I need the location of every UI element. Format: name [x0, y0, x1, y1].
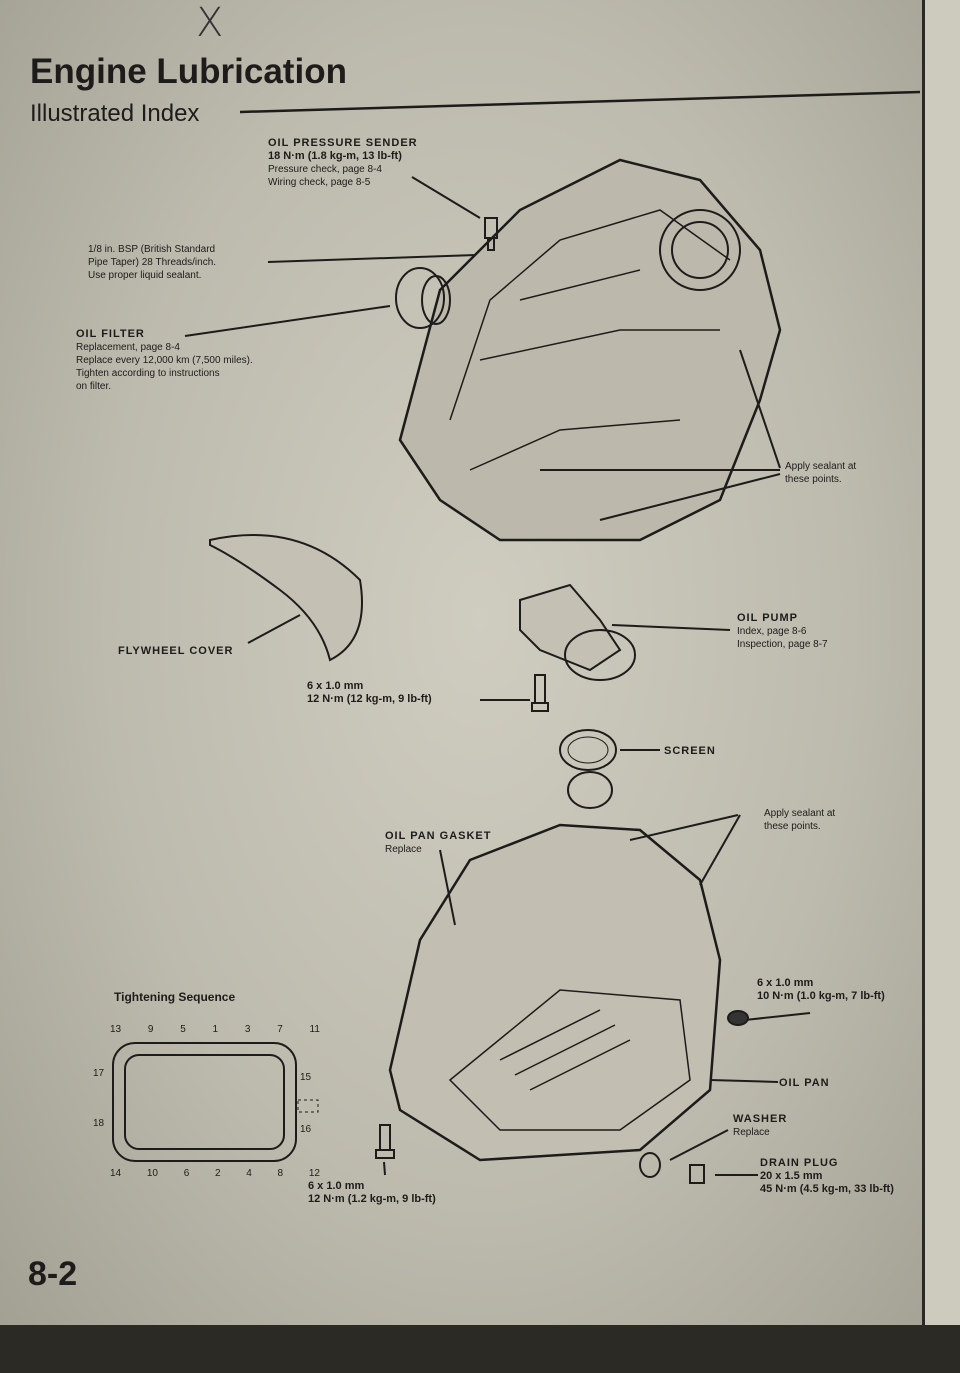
callout-line: 1/8 in. BSP (British Standard	[88, 244, 216, 255]
tightening-sequence-title: Tightening Sequence	[114, 990, 236, 1004]
sequence-number: 3	[244, 1024, 251, 1035]
callout-line: Apply sealant at	[764, 808, 836, 819]
callout-line: Tighten according to instructions	[76, 368, 220, 379]
sequence-number: 5	[180, 1024, 186, 1035]
sequence-number: 16	[300, 1124, 312, 1135]
sequence-number: 10	[146, 1168, 158, 1179]
pan-nut-callout: 6 x 1.0 mm 10 N·m (1.0 kg-m, 7 lb-ft)	[757, 977, 885, 1003]
adjacent-page-edge	[922, 0, 960, 1325]
callout-line: 6 x 1.0 mm	[757, 977, 814, 989]
callout-line: Index, page 8-6	[737, 626, 807, 637]
sequence-number: 8	[277, 1168, 284, 1179]
handwritten-mark: X	[196, 0, 224, 46]
callout-line: 12 N·m (1.2 kg-m, 9 lb-ft)	[308, 1193, 436, 1205]
sequence-number: 17	[93, 1068, 105, 1079]
callout-note: Replace	[385, 844, 422, 855]
drain-plug-callout: DRAIN PLUG 20 x 1.5 mm 45 N·m (4.5 kg-m,…	[760, 1157, 894, 1196]
sequence-number: 1	[212, 1024, 219, 1035]
callout-line: Inspection, page 8-7	[737, 639, 828, 650]
callout-line: Apply sealant at	[785, 461, 857, 472]
callout-note: Replace	[733, 1127, 770, 1138]
sequence-number: 13	[110, 1024, 122, 1035]
screen-label: SCREEN	[664, 745, 716, 757]
callout-line: 10 N·m (1.0 kg-m, 7 lb-ft)	[757, 990, 885, 1002]
pan-bolt-callout: 6 x 1.0 mm 12 N·m (1.2 kg-m, 9 lb-ft)	[308, 1180, 436, 1206]
washer-callout: WASHER Replace	[733, 1113, 787, 1139]
callout-line: Replace every 12,000 km (7,500 miles).	[76, 355, 253, 366]
sealant-pan-callout: Apply sealant at these points.	[764, 807, 835, 833]
oil-pressure-sender-title: OIL PRESSURE SENDER	[268, 137, 418, 149]
flywheel-cover-label: FLYWHEEL COVER	[118, 645, 234, 657]
sequence-number: 14	[110, 1168, 122, 1179]
page-subtitle: Illustrated Index	[30, 100, 200, 127]
callout-line: these points.	[785, 474, 842, 485]
washer-title: WASHER	[733, 1113, 788, 1125]
callout-line: 6 x 1.0 mm	[308, 1180, 365, 1192]
oil-filter-title: OIL FILTER	[76, 328, 145, 340]
sequence-number: 6	[183, 1168, 190, 1179]
callout-line: Replacement, page 8-4	[76, 342, 180, 353]
oil-pan-gasket-callout: OIL PAN GASKET Replace	[385, 830, 492, 856]
callout-line: Use proper liquid sealant.	[88, 270, 202, 281]
callout-line: Pipe Taper) 28 Threads/inch.	[88, 257, 217, 268]
sequence-number: 2	[214, 1168, 221, 1179]
oil-pump-title: OIL PUMP	[737, 612, 798, 624]
sequence-number: 9	[147, 1024, 154, 1035]
page-title: Engine Lubrication	[30, 52, 347, 91]
sequence-number: 15	[300, 1072, 312, 1083]
oil-pressure-sender-torque: 18 N·m (1.8 kg-m, 13 lb-ft)	[268, 150, 402, 162]
oil-pan-label: OIL PAN	[779, 1077, 830, 1089]
sequence-bottom-row: 14 10 6 2 4 8 12	[110, 1168, 320, 1179]
sequence-number: 18	[93, 1118, 105, 1129]
callout-line: these points.	[764, 821, 821, 832]
sequence-number: 7	[277, 1024, 283, 1035]
sequence-number: 12	[308, 1168, 320, 1179]
callout-line: 12 N·m (12 kg-m, 9 lb-ft)	[307, 693, 432, 705]
sealant-top-callout: Apply sealant at these points.	[785, 460, 856, 486]
oil-filter-callout: OIL FILTER Replacement, page 8-4 Replace…	[76, 328, 253, 393]
pump-bolt-callout: 6 x 1.0 mm 12 N·m (12 kg-m, 9 lb-ft)	[307, 680, 432, 706]
callout-line: Pressure check, page 8-4	[268, 164, 382, 175]
sequence-top-row: 13 9 5 1 3 7 11	[110, 1024, 320, 1035]
oil-pump-callout: OIL PUMP Index, page 8-6 Inspection, pag…	[737, 612, 828, 651]
sequence-number: 4	[246, 1168, 252, 1179]
callout-line: 45 N·m (4.5 kg-m, 33 lb-ft)	[760, 1183, 894, 1195]
callout-line: 6 x 1.0 mm	[307, 680, 364, 692]
scan-bottom-edge	[0, 1325, 960, 1373]
drain-plug-title: DRAIN PLUG	[760, 1157, 839, 1169]
bsp-callout: 1/8 in. BSP (British Standard Pipe Taper…	[88, 243, 216, 282]
page-number: 8-2	[28, 1255, 78, 1293]
oil-pan-gasket-title: OIL PAN GASKET	[385, 830, 492, 842]
oil-pressure-sender-callout: OIL PRESSURE SENDER 18 N·m (1.8 kg-m, 13…	[268, 137, 418, 189]
callout-line: 20 x 1.5 mm	[760, 1170, 823, 1182]
callout-line: Wiring check, page 8-5	[268, 177, 371, 188]
callout-line: on filter.	[76, 381, 112, 392]
sequence-number: 11	[309, 1024, 320, 1035]
